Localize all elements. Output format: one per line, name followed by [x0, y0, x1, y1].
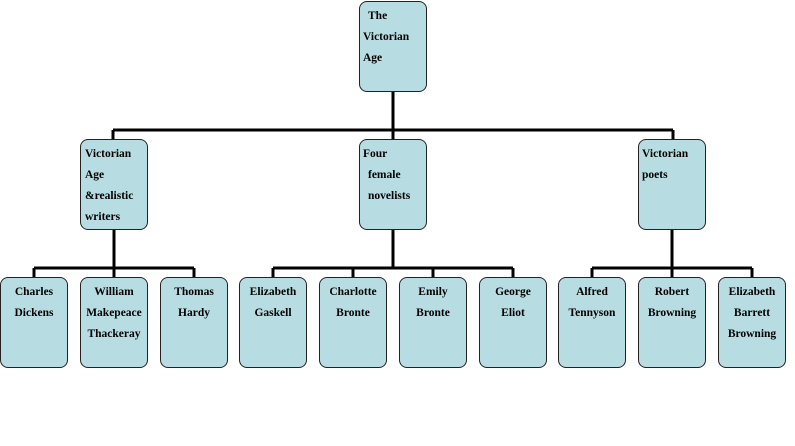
node-leaf-dickens-line-1: Charles: [14, 286, 54, 298]
node-leaf-eliot-line-2: Eliot: [501, 307, 525, 319]
node-leaf-tennyson: Alfred Tennyson: [558, 277, 626, 368]
node-category-realists-line-4: writers: [85, 211, 121, 223]
node-leaf-thackeray-line-1: William: [94, 286, 134, 298]
node-leaf-robert-line-2: Browning: [647, 307, 697, 319]
node-leaf-robert-browning: Robert Browning: [638, 277, 706, 368]
node-leaf-ebb-line-1: Elizabeth: [728, 286, 776, 298]
node-leaf-gaskell-line-2: Gaskell: [254, 307, 292, 319]
node-leaf-dickens: Charles Dickens: [0, 277, 68, 368]
node-leaf-hardy-line-1: Thomas: [174, 286, 214, 298]
connector-realists: [32, 230, 196, 277]
node-root-line-3: Age: [363, 52, 383, 64]
connector-root: [111, 92, 675, 139]
node-category-female-novelists: Four female novelists: [359, 139, 427, 230]
node-leaf-emily-bronte: Emily Bronte: [399, 277, 467, 368]
node-category-poets: Victorian poets: [638, 139, 706, 230]
node-leaf-tennyson-line-2: Tennyson: [568, 307, 616, 319]
node-leaf-thackeray-line-2: Makepeace: [86, 307, 142, 319]
node-leaf-emily-line-2: Bronte: [416, 307, 450, 319]
node-leaf-tennyson-line-1: Alfred: [576, 286, 608, 298]
node-category-realists: Victorian Age &realistic writers: [80, 139, 148, 230]
node-category-female-line-1: Four: [363, 148, 388, 160]
node-category-poets-line-2: poets: [642, 169, 668, 181]
node-leaf-ebb: Elizabeth Barrett Browning: [718, 277, 786, 368]
node-leaf-ebb-line-3: Browning: [727, 328, 777, 340]
node-category-realists-line-3: &realistic: [85, 190, 134, 202]
node-leaf-gaskell: Elizabeth Gaskell: [239, 277, 307, 368]
node-leaf-eliot-line-1: George: [495, 286, 531, 298]
node-leaf-charlotte-bronte: Charlotte Bronte: [319, 277, 387, 368]
node-leaf-charlotte-line-1: Charlotte: [329, 286, 377, 298]
node-category-female-line-3: novelists: [368, 190, 411, 202]
connector-female-novelists: [271, 230, 515, 277]
node-category-realists-line-1: Victorian: [85, 148, 132, 160]
node-leaf-robert-line-1: Robert: [654, 286, 690, 298]
node-leaf-ebb-line-2: Barrett: [733, 307, 771, 319]
node-leaf-dickens-line-2: Dickens: [14, 307, 54, 319]
node-root-line-1: The: [368, 10, 388, 22]
node-leaf-thackeray: William Makepeace Thackeray: [80, 277, 148, 368]
node-leaf-hardy: Thomas Hardy: [160, 277, 228, 368]
node-leaf-gaskell-line-1: Elizabeth: [249, 286, 297, 298]
node-leaf-hardy-line-2: Hardy: [178, 307, 210, 319]
node-root: The Victorian Age: [359, 1, 427, 92]
node-category-female-line-2: female: [368, 169, 401, 181]
node-category-poets-line-1: Victorian: [642, 148, 689, 160]
node-leaf-thackeray-line-3: Thackeray: [87, 328, 141, 340]
node-leaf-emily-line-1: Emily: [418, 286, 448, 298]
node-root-line-2: Victorian: [363, 31, 410, 43]
connector-poets: [590, 230, 754, 277]
node-category-realists-line-2: Age: [85, 169, 105, 181]
node-leaf-charlotte-line-2: Bronte: [336, 307, 370, 319]
node-leaf-george-eliot: George Eliot: [479, 277, 547, 368]
